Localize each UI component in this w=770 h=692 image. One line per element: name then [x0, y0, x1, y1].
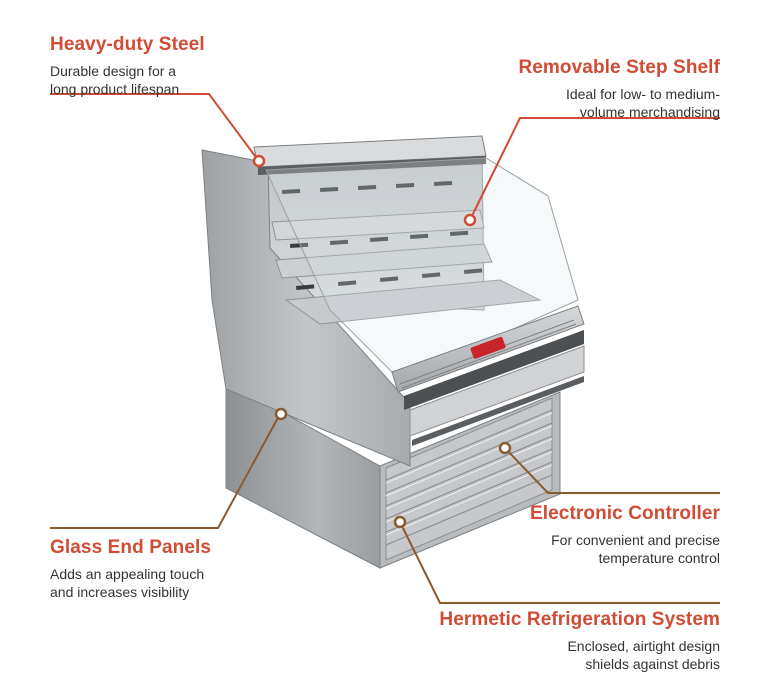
glass-front — [265, 157, 579, 381]
callout-desc-line: Ideal for low- to medium- — [565, 86, 720, 102]
callout-desc-line: temperature control — [598, 550, 720, 566]
callout-desc-line: long product lifespan — [50, 81, 180, 97]
leader-glass-panels — [50, 413, 281, 529]
callout-title: Hermetic Refrigeration System — [439, 609, 720, 630]
callout-description: Adds an appealing touch and increases vi… — [50, 565, 310, 601]
louver-grille — [385, 397, 553, 561]
leader-lines — [50, 93, 720, 604]
callout-description: Durable design for a long product lifesp… — [50, 62, 310, 98]
callout-hermetic-refrigeration-system: Hermetic Refrigeration System Enclosed, … — [380, 609, 720, 673]
marker-dots — [252, 154, 512, 529]
callout-title: Heavy-duty Steel — [50, 34, 205, 55]
callout-electronic-controller: Electronic Controller For convenient and… — [430, 503, 720, 567]
callout-desc-line: Adds an appealing touch — [50, 566, 205, 582]
marker-refrigeration — [393, 515, 407, 529]
callout-removable-step-shelf: Removable Step Shelf Ideal for low- to m… — [450, 57, 720, 121]
callout-title: Glass End Panels — [50, 537, 212, 558]
callout-desc-line: For convenient and precise — [551, 532, 720, 548]
callout-description: For convenient and precise temperature c… — [430, 531, 720, 567]
shelves — [271, 181, 542, 325]
brand-logo-badge — [470, 336, 506, 359]
marker-glass-panels — [274, 407, 288, 421]
callout-title: Electronic Controller — [529, 503, 720, 524]
callout-glass-end-panels: Glass End Panels Adds an appealing touch… — [50, 537, 310, 601]
callout-description: Ideal for low- to medium- volume merchan… — [450, 85, 720, 121]
callout-desc-line: Enclosed, airtight design — [567, 638, 720, 654]
callout-desc-line: Durable design for a — [50, 63, 177, 79]
callout-desc-line: shields against debris — [585, 656, 720, 672]
callout-heavy-duty-steel: Heavy-duty Steel Durable design for a lo… — [50, 34, 310, 98]
leader-step-shelf — [469, 117, 720, 221]
leader-refrigeration — [399, 521, 720, 604]
marker-step-shelf — [463, 213, 477, 227]
marker-heavy-duty — [252, 154, 266, 168]
leader-controller — [504, 447, 720, 494]
callout-desc-line: and increases visibility — [50, 584, 190, 600]
leader-heavy-duty — [50, 93, 259, 161]
marker-controller — [498, 441, 512, 455]
callout-desc-line: volume merchandising — [579, 104, 720, 120]
callout-description: Enclosed, airtight design shields agains… — [380, 637, 720, 673]
callout-title: Removable Step Shelf — [518, 57, 720, 78]
